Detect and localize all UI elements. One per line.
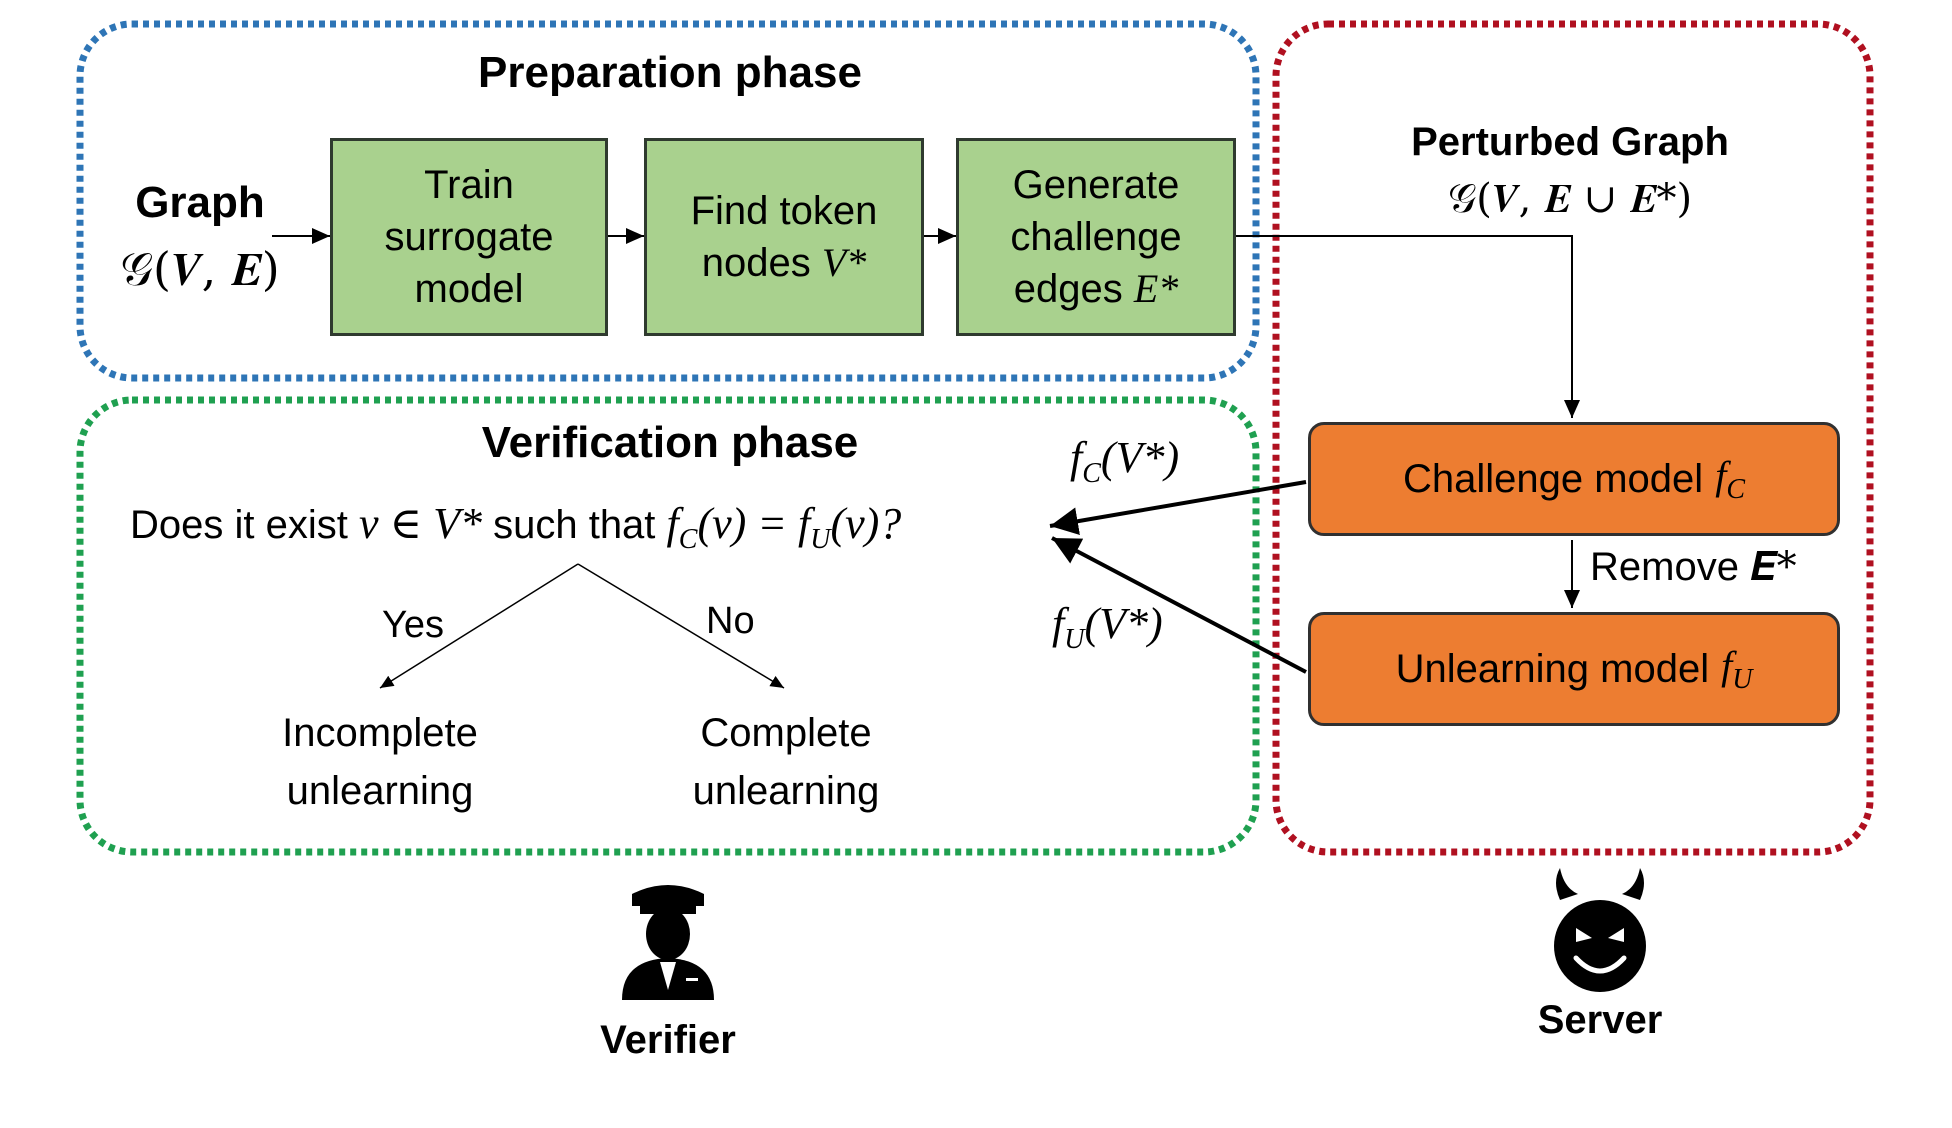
challenge-model-math: fC xyxy=(1715,450,1745,508)
police-officer-icon xyxy=(622,885,714,1000)
branch-yes-line xyxy=(379,563,579,689)
generate-line1: Generate xyxy=(1012,163,1180,207)
challenge-model-label: Challenge model xyxy=(1402,457,1704,501)
challenge-model-box: Challenge model fC xyxy=(1308,422,1840,536)
find-line2-wrap: nodes V* xyxy=(702,237,867,289)
graph-formula: 𝒢(𝑽, 𝑬) xyxy=(120,242,280,296)
yes-label: Yes xyxy=(382,604,444,646)
generate-challenge-step: Generate challenge edges E* xyxy=(956,138,1236,336)
train-surrogate-step: Train surrogate model xyxy=(330,138,608,336)
question-sub-u: U xyxy=(810,523,831,555)
train-line1: Train xyxy=(424,163,514,207)
fu-f: f xyxy=(1052,599,1065,648)
question-end: (v)? xyxy=(830,499,902,548)
find-token-step: Find token nodes V* xyxy=(644,138,924,336)
find-math: V* xyxy=(821,240,867,285)
verification-title: Verification phase xyxy=(481,418,859,467)
complete-line1: Complete xyxy=(700,711,872,755)
fu-output-label: fU(V*) xyxy=(1052,598,1163,656)
question-math1: v ∈ V* xyxy=(358,499,482,548)
complete-unlearning-label: Complete unlearning xyxy=(626,704,946,820)
unlearning-sub: U xyxy=(1732,663,1753,695)
question-sub-c: C xyxy=(678,523,698,555)
arrow-fu-output xyxy=(1051,536,1307,674)
unlearning-model-label: Unlearning model xyxy=(1395,647,1710,691)
train-line3: model xyxy=(414,267,524,311)
question-mid: such that xyxy=(493,503,656,547)
question-f-c: f xyxy=(666,499,679,548)
devil-face-icon xyxy=(1554,868,1646,992)
find-line2: nodes xyxy=(701,241,811,285)
question-prefix: Does it exist xyxy=(130,503,348,547)
challenge-f: f xyxy=(1715,452,1727,498)
perturbed-graph-label: Perturbed Graph xyxy=(1411,120,1729,164)
fc-sub: C xyxy=(1082,457,1101,489)
server-label: Server xyxy=(1537,998,1663,1042)
complete-line2: unlearning xyxy=(692,769,880,813)
incomplete-unlearning-label: Incomplete unlearning xyxy=(220,704,540,820)
graph-label: Graph xyxy=(135,178,265,227)
unlearning-model-box: Unlearning model fU xyxy=(1308,612,1840,726)
fu-sub: U xyxy=(1064,623,1085,655)
no-label: No xyxy=(706,600,755,642)
fu-arg: (V*) xyxy=(1084,599,1163,648)
verification-question: Does it exist v ∈ V* such that fC(v) = f… xyxy=(130,498,901,556)
fc-arg: (V*) xyxy=(1100,433,1180,482)
preparation-region xyxy=(76,20,1260,382)
verifier-label: Verifier xyxy=(600,1018,736,1062)
unlearning-model-math: fU xyxy=(1721,640,1752,698)
preparation-title: Preparation phase xyxy=(478,48,862,97)
generate-math: E* xyxy=(1133,266,1179,311)
find-line1: Find token xyxy=(690,189,878,233)
challenge-sub: C xyxy=(1726,473,1745,505)
server-region xyxy=(1272,20,1874,856)
branch-no-line xyxy=(577,563,785,689)
fc-f: f xyxy=(1070,433,1083,482)
generate-line3-wrap: edges E* xyxy=(1014,263,1179,315)
remove-math: 𝑬* xyxy=(1750,544,1797,590)
perturbed-graph-formula: 𝒢(𝑽, 𝑬 ∪ 𝑬*) xyxy=(1447,176,1693,222)
arrow-fc-output xyxy=(1049,480,1307,536)
arrow-generate-to-challenge xyxy=(1236,235,1580,418)
incomplete-line1: Incomplete xyxy=(282,711,478,755)
incomplete-line2: unlearning xyxy=(286,769,474,813)
train-line2: surrogate xyxy=(384,215,554,259)
remove-label: Remove xyxy=(1590,545,1739,589)
unlearning-f: f xyxy=(1721,642,1733,688)
generate-line3: edges xyxy=(1013,267,1123,311)
fc-output-label: fC(V*) xyxy=(1070,432,1179,490)
question-expr: fC(v) = fU(v)? xyxy=(666,499,902,555)
question-eq: (v) = f xyxy=(697,499,811,548)
generate-line2: challenge xyxy=(1010,215,1182,259)
remove-label-wrap: Remove 𝑬* xyxy=(1590,544,1797,590)
